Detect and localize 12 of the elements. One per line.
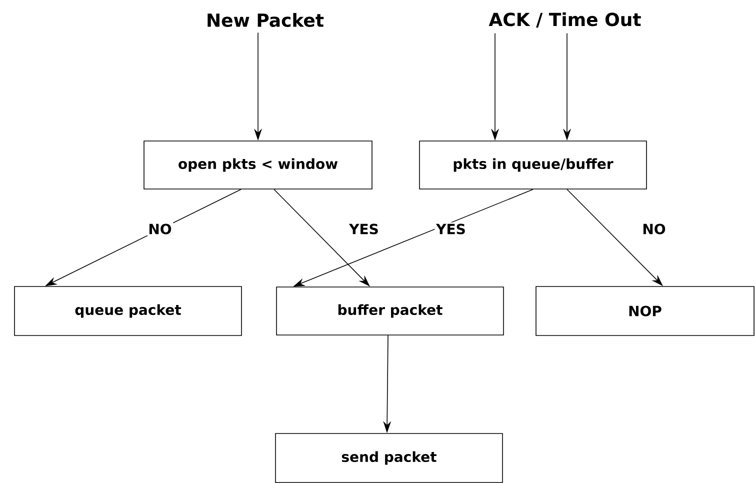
edge-label: NO bbox=[640, 222, 668, 236]
process-box: send packet bbox=[275, 433, 503, 483]
edge-label: NO bbox=[146, 222, 174, 236]
edge-label: YES bbox=[434, 222, 468, 236]
process-box: NOP bbox=[536, 286, 754, 336]
process-box: pkts in queue/buffer bbox=[419, 140, 647, 190]
edge-label: YES bbox=[348, 222, 380, 236]
process-box: queue packet bbox=[14, 286, 242, 336]
process-box: open pkts < window bbox=[144, 140, 372, 190]
process-box: buffer packet bbox=[276, 286, 504, 336]
input-label: New Packet bbox=[208, 13, 324, 27]
input-label: ACK / Time Out bbox=[488, 12, 641, 28]
